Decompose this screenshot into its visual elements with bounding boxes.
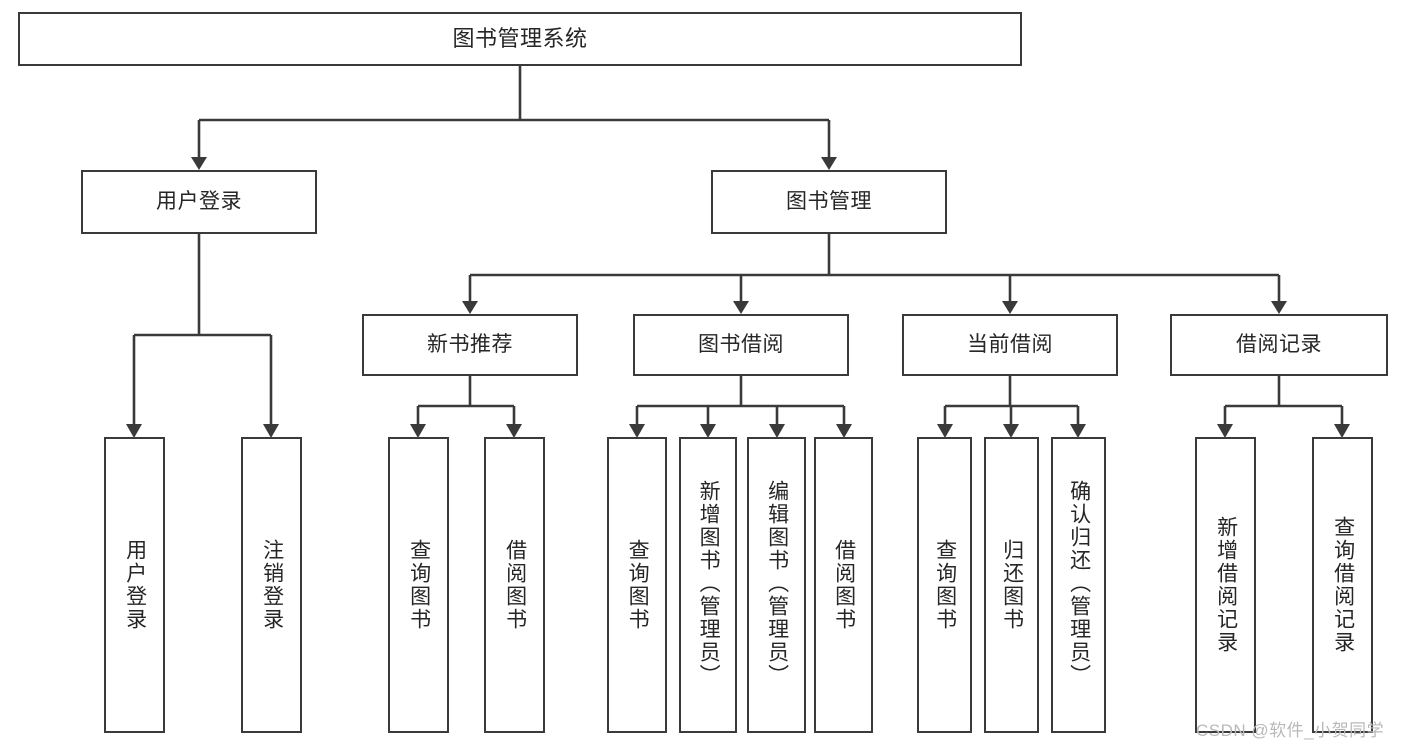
node-leaf-add-record-label: 新增借阅记录 — [1214, 516, 1238, 654]
node-leaf-query-record-label: 查询借阅记录 — [1331, 516, 1355, 654]
csdn-watermark: CSDN @软件_小贺同学 — [1196, 721, 1385, 740]
node-leaf-query-book-current[interactable]: 查询图书 — [917, 437, 972, 733]
node-leaf-confirm-return-label: 确认归还（管理员） — [1067, 479, 1091, 687]
node-leaf-edit-book-label: 编辑图书（管理员） — [765, 479, 789, 687]
node-leaf-add-book[interactable]: 新增图书（管理员） — [679, 437, 737, 733]
node-borrow-record[interactable]: 借阅记录 — [1170, 314, 1388, 376]
node-new-book-recommend-label: 新书推荐 — [427, 333, 513, 357]
node-leaf-borrow-book[interactable]: 借阅图书 — [814, 437, 873, 733]
node-user-login[interactable]: 用户登录 — [81, 170, 317, 234]
node-current-borrow[interactable]: 当前借阅 — [902, 314, 1118, 376]
node-user-login-label: 用户登录 — [156, 190, 242, 214]
node-leaf-query-book-current-label: 查询图书 — [933, 539, 957, 631]
node-leaf-query-book-borrow[interactable]: 查询图书 — [607, 437, 667, 733]
node-new-book-recommend[interactable]: 新书推荐 — [362, 314, 578, 376]
node-leaf-query-book-rec-label: 查询图书 — [407, 539, 431, 631]
arrowheads — [126, 157, 1350, 438]
node-book-manage-label: 图书管理 — [786, 190, 872, 214]
node-root[interactable]: 图书管理系统 — [18, 12, 1022, 66]
node-leaf-borrow-book-label: 借阅图书 — [832, 539, 856, 631]
node-leaf-borrow-book-rec-label: 借阅图书 — [503, 539, 527, 631]
node-borrow-record-label: 借阅记录 — [1236, 333, 1322, 357]
node-book-borrow[interactable]: 图书借阅 — [633, 314, 849, 376]
node-leaf-return-book-label: 归还图书 — [1000, 539, 1024, 631]
node-leaf-query-book-borrow-label: 查询图书 — [626, 539, 650, 631]
node-leaf-user-login[interactable]: 用户登录 — [104, 437, 165, 733]
node-leaf-confirm-return[interactable]: 确认归还（管理员） — [1051, 437, 1106, 733]
node-book-manage[interactable]: 图书管理 — [711, 170, 947, 234]
node-leaf-add-record[interactable]: 新增借阅记录 — [1195, 437, 1256, 733]
node-leaf-add-book-label: 新增图书（管理员） — [697, 479, 721, 687]
node-leaf-query-book-rec[interactable]: 查询图书 — [388, 437, 449, 733]
node-leaf-edit-book[interactable]: 编辑图书（管理员） — [747, 437, 806, 733]
node-leaf-user-logout[interactable]: 注销登录 — [241, 437, 302, 733]
node-current-borrow-label: 当前借阅 — [967, 333, 1053, 357]
node-leaf-user-login-label: 用户登录 — [123, 539, 147, 631]
node-leaf-user-logout-label: 注销登录 — [260, 539, 284, 631]
node-leaf-borrow-book-rec[interactable]: 借阅图书 — [484, 437, 545, 733]
node-leaf-query-record[interactable]: 查询借阅记录 — [1312, 437, 1373, 733]
node-root-label: 图书管理系统 — [452, 25, 588, 51]
node-leaf-return-book[interactable]: 归还图书 — [984, 437, 1039, 733]
node-book-borrow-label: 图书借阅 — [698, 333, 784, 357]
